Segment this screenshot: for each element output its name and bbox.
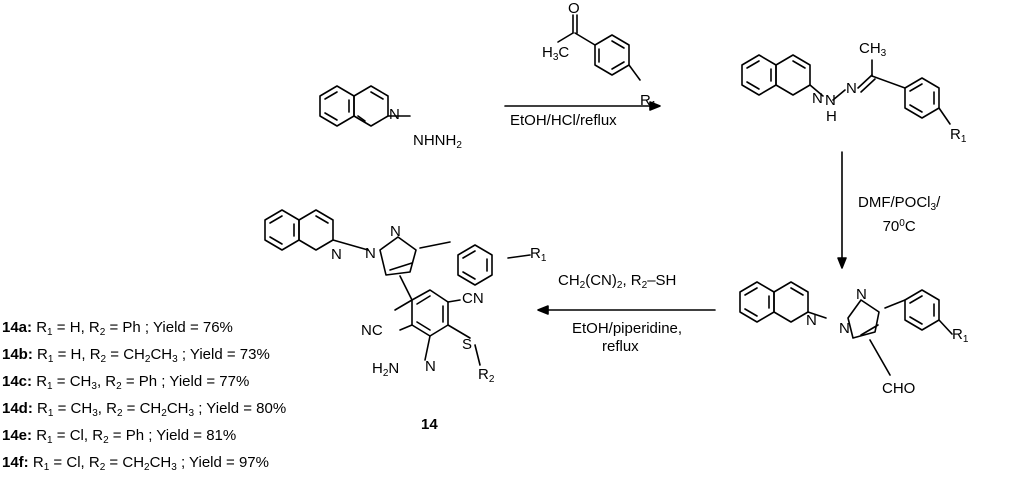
r1-hydrazone: R1 bbox=[950, 126, 967, 145]
r2-14: R2 bbox=[478, 366, 495, 385]
compound-id: 14b: bbox=[2, 346, 38, 363]
compound-id: 14d: bbox=[2, 400, 38, 417]
nc-group: NC bbox=[361, 322, 383, 339]
n-atom-imine: N bbox=[846, 80, 857, 97]
acetophenone-structure bbox=[557, 14, 641, 81]
n-atom-pyridine: N bbox=[425, 358, 436, 375]
condition-step3-solvent: EtOH/piperidine, bbox=[572, 320, 683, 337]
yield-row: 14f: R1 = Cl, R2 = CH2CH3 ; Yield = 97% bbox=[2, 454, 269, 473]
condition-step3-reagents: CH2(CN)2, R2–SH bbox=[558, 272, 677, 291]
r1-14: R1 bbox=[530, 245, 547, 264]
arrow-step1 bbox=[504, 101, 661, 111]
n1-pyrazole-aldehyde: N bbox=[839, 320, 850, 337]
n-atom-quinoline-hydrazone: N bbox=[812, 90, 823, 107]
pyrazole-aldehyde-structure bbox=[739, 281, 953, 376]
cn-group: CN bbox=[462, 290, 484, 307]
yield-row: 14c: R1 = CH3, R2 = Ph ; Yield = 77% bbox=[2, 373, 250, 392]
ch3-group: CH3 bbox=[859, 40, 887, 59]
n2-pyrazole-aldehyde: N bbox=[856, 286, 867, 303]
hydrazone-structure bbox=[741, 54, 951, 125]
h3c-group: H3C bbox=[542, 44, 570, 63]
s-atom: S bbox=[462, 336, 473, 353]
condition-step2: DMF/POCl3/ 700C bbox=[858, 194, 941, 235]
n1-pyrazole-14: N bbox=[365, 245, 376, 262]
o-atom: O bbox=[568, 0, 580, 17]
n-atom-quinoline-14: N bbox=[331, 246, 342, 263]
n-atom-hydrazino: N bbox=[389, 106, 400, 123]
product-14-structure bbox=[264, 209, 531, 366]
yield-row: 14b: R1 = H, R2 = CH2CH3 ; Yield = 73% bbox=[2, 346, 270, 365]
r1-acetophenone: R1 bbox=[640, 92, 657, 111]
n-atom-quinoline-aldehyde: N bbox=[806, 312, 817, 329]
nhnh2-group: NHNH2 bbox=[413, 132, 462, 151]
n-atom-nh: N bbox=[825, 92, 836, 109]
yield-row: 14e: R1 = Cl, R2 = Ph ; Yield = 81% bbox=[2, 427, 237, 446]
hydrazinoquinoline-structure bbox=[319, 85, 411, 127]
compound-id: 14a: bbox=[2, 319, 37, 336]
compound-id: 14c: bbox=[2, 373, 37, 390]
condition-step1: EtOH/HCl/reflux bbox=[510, 112, 617, 129]
compound-id: 14f: bbox=[2, 454, 33, 471]
compound-id: 14e: bbox=[2, 427, 37, 444]
compound-number-14: 14 bbox=[421, 416, 438, 433]
h2n-group: H2N bbox=[372, 360, 400, 379]
yield-row: 14a: R1 = H, R2 = Ph ; Yield = 76% bbox=[2, 319, 233, 338]
yield-row: 14d: R1 = CH3, R2 = CH2CH3 ; Yield = 80% bbox=[2, 400, 287, 419]
arrow-step2 bbox=[837, 151, 847, 269]
r1-aldehyde: R1 bbox=[952, 326, 969, 345]
cho-group: CHO bbox=[882, 380, 916, 397]
h-atom-nh: H bbox=[826, 108, 837, 125]
condition-step3-temp: reflux bbox=[602, 338, 639, 355]
n2-pyrazole-14: N bbox=[390, 223, 401, 240]
arrow-step3 bbox=[537, 305, 716, 315]
